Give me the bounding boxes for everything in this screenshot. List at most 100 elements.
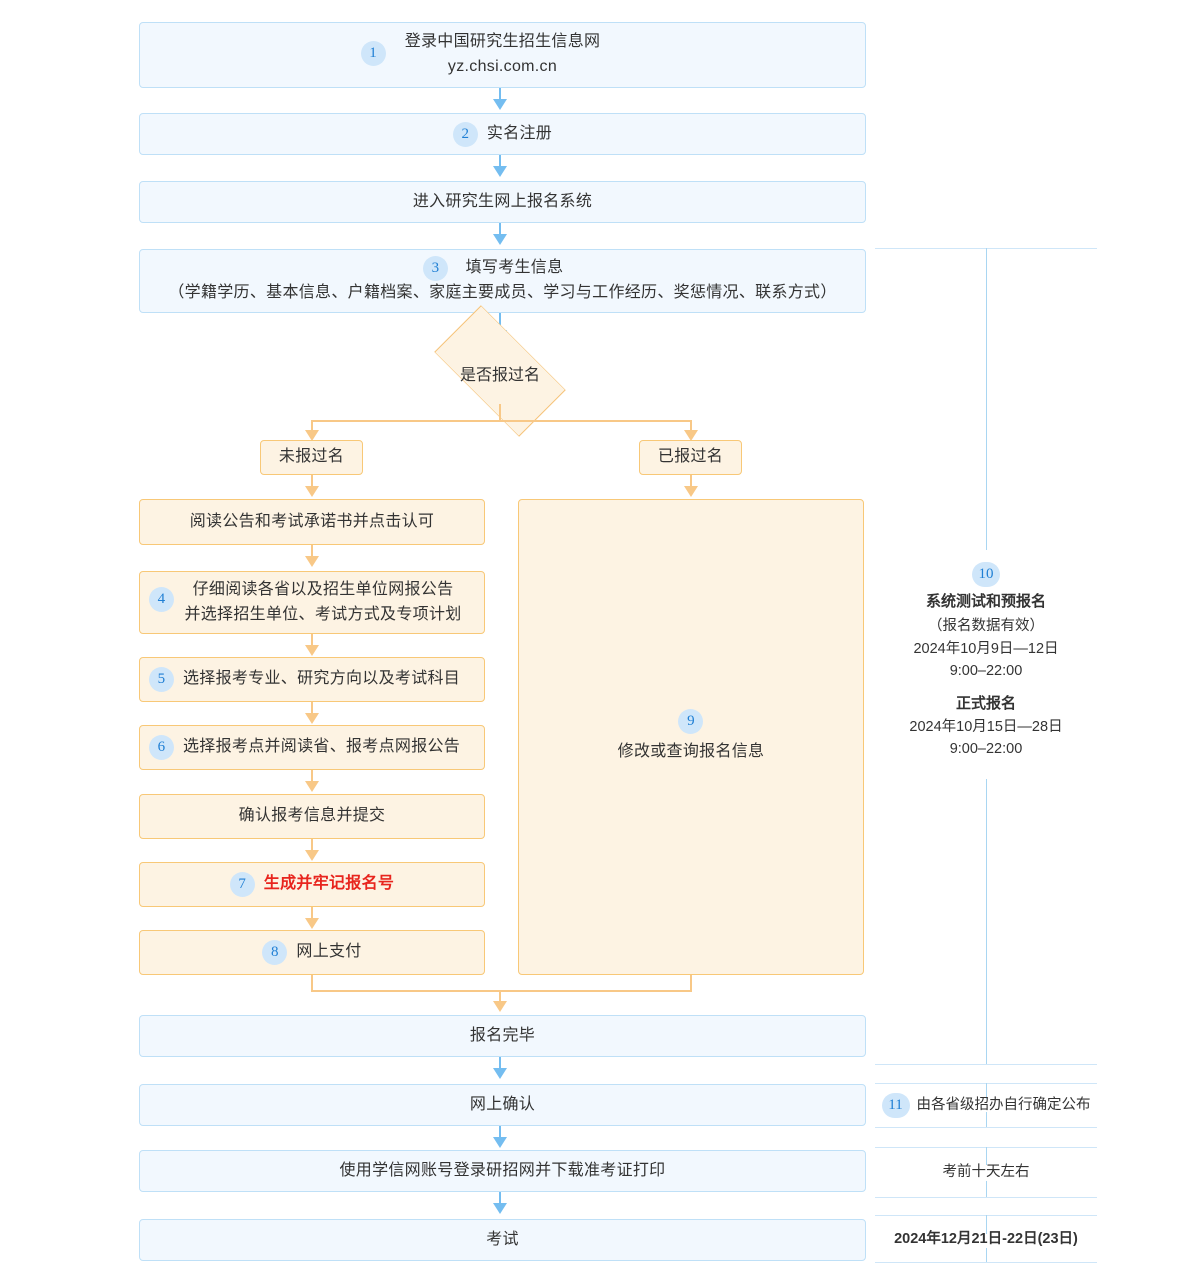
flow-node-choose-major-label: 选择报考专业、研究方向以及考试科目	[183, 670, 461, 688]
flow-node-choose-institution[interactable]: 4 仔细阅读各省以及招生单位网报公告 并选择招生单位、考试方式及专项计划	[139, 571, 485, 634]
panel-schedule-time-2: 9:00–22:00	[875, 739, 1097, 759]
connector-branch-left	[311, 475, 313, 489]
decision-label: 是否报过名	[459, 367, 540, 384]
arrow-f2-f3-icon	[493, 1137, 507, 1148]
step-badge-8: 8	[262, 940, 288, 965]
panel-schedule-date-1-text: 2024年10月9日—12日	[913, 640, 1059, 657]
panel-schedule-date-2-text: 2024年10月15日—28日	[909, 718, 1063, 735]
branch-already-registered[interactable]: 已报过名	[639, 440, 742, 475]
arrow-l5-l6-icon	[305, 850, 319, 861]
flow-node-choose-institution-line1: 仔细阅读各省以及招生单位网报公告	[192, 580, 454, 598]
panel-schedule-time-2-text: 9:00–22:00	[949, 740, 1023, 757]
flow-node-realname-register[interactable]: 2 实名注册	[139, 113, 866, 155]
flow-node-modify-or-query[interactable]: 9 修改或查询报名信息	[518, 499, 864, 975]
panel-admission-row: 考前十天左右	[875, 1148, 1097, 1197]
step-badge-9: 9	[678, 709, 704, 735]
flow-node-generate-registration-number-label: 生成并牢记报名号	[263, 875, 395, 893]
branch-not-registered[interactable]: 未报过名	[260, 440, 363, 475]
step-badge-10: 10	[972, 561, 1000, 587]
merge-left-drop	[311, 975, 313, 992]
flow-node-choose-institution-line2: 并选择招生单位、考试方式及专项计划	[184, 605, 462, 623]
flow-node-login[interactable]: 1 登录中国研究生招生信息网 yz.chsi.com.cn	[139, 22, 866, 88]
flow-node-online-payment-label: 网上支付	[296, 943, 362, 961]
flow-node-exam-label: 考试	[486, 1230, 519, 1248]
panel-admission-label: 考前十天左右	[942, 1164, 1030, 1181]
decision-left-drop	[311, 420, 313, 434]
merge-right-drop	[690, 975, 692, 992]
panel-schedule-title-1: 系统测试和预报名	[875, 592, 1097, 612]
panel-schedule-time-1-text: 9:00–22:00	[949, 662, 1023, 679]
flow-node-online-payment[interactable]: 8 网上支付	[139, 930, 485, 975]
decision-stem	[499, 404, 501, 422]
flow-node-choose-exam-site-label: 选择报考点并阅读省、报考点网报公告	[183, 738, 461, 756]
flow-node-enter-system[interactable]: 进入研究生网上报名系统	[139, 181, 866, 223]
flow-node-choose-major[interactable]: 5 选择报考专业、研究方向以及考试科目	[139, 657, 485, 702]
flow-node-generate-registration-number[interactable]: 7 生成并牢记报名号	[139, 862, 485, 907]
connector-2-3	[499, 155, 501, 169]
panel-vline-exam-bottom	[986, 1248, 987, 1262]
arrow-l4-l5-icon	[305, 781, 319, 792]
step-badge-5: 5	[149, 667, 174, 692]
panel-schedule-date-2: 2024年10月15日—28日	[875, 717, 1097, 737]
arrow-3-4-icon	[493, 234, 507, 245]
flow-node-login-line1: 登录中国研究生招生信息网	[404, 33, 601, 51]
connector-branch-right	[690, 475, 692, 489]
panel-schedule-sub-1: （报名数据有效）	[875, 616, 1097, 636]
flow-node-confirm-submit-label: 确认报考信息并提交	[238, 807, 386, 825]
panel-schedule-badge-row: 10	[875, 561, 1097, 587]
arrow-decision-right-icon	[684, 430, 698, 441]
connector-l4-l5	[311, 770, 313, 784]
step-badge-1: 1	[360, 41, 386, 67]
flow-node-read-announcement[interactable]: 阅读公告和考试承诺书并点击认可	[139, 499, 485, 545]
panel-schedule-title-2: 正式报名	[875, 694, 1097, 714]
arrow-branch-right-icon	[684, 486, 698, 497]
flow-node-fill-candidate-info[interactable]: 3 填写考生信息 （学籍学历、基本信息、户籍档案、家庭主要成员、学习与工作经历、…	[139, 249, 866, 313]
step-badge-4: 4	[149, 586, 174, 612]
panel-vline-admit-bottom	[986, 1181, 987, 1197]
flow-node-confirm-submit[interactable]: 确认报考信息并提交	[139, 794, 485, 839]
connector-f3-f4	[499, 1192, 501, 1206]
arrow-merge-icon	[493, 1001, 507, 1012]
flow-node-online-confirmation-label: 网上确认	[469, 1095, 536, 1113]
panel-vline-confirm-bottom	[986, 1112, 987, 1127]
flow-node-download-admission-ticket[interactable]: 使用学信网账号登录研招网并下载准考证打印	[139, 1150, 866, 1192]
panel-rule-3	[875, 1127, 1097, 1128]
panel-rule-7	[875, 1262, 1097, 1263]
connector-l5-l6	[311, 839, 313, 853]
flow-node-exam[interactable]: 考试	[139, 1219, 866, 1261]
flow-node-fill-candidate-info-line1: 填写考生信息	[465, 259, 564, 277]
panel-schedule-title-1-text: 系统测试和预报名	[925, 593, 1046, 611]
panel-vline-upper	[986, 248, 987, 550]
connector-l2-l3	[311, 634, 313, 648]
arrow-1-2-icon	[493, 99, 507, 110]
connector-1-2	[499, 88, 501, 102]
step-badge-2: 2	[452, 121, 478, 147]
panel-schedule-date-1: 2024年10月9日—12日	[875, 639, 1097, 659]
flow-node-registration-complete[interactable]: 报名完毕	[139, 1015, 866, 1057]
connector-3-4	[499, 223, 501, 237]
step-badge-11: 11	[881, 1093, 910, 1118]
arrow-l3-l4-icon	[305, 713, 319, 724]
step-badge-6: 6	[149, 735, 174, 760]
panel-exam-label: 2024年12月21日-22日(23日)	[894, 1230, 1078, 1247]
panel-confirmation-label: 由各省级招办自行确定公布	[916, 1097, 1091, 1114]
panel-vline-confirm-top	[986, 1083, 987, 1099]
flow-node-read-announcement-label: 阅读公告和考试承诺书并点击认可	[189, 512, 435, 530]
panel-vline-admit-top	[986, 1147, 987, 1165]
arrow-f3-f4-icon	[493, 1203, 507, 1214]
flow-node-choose-exam-site[interactable]: 6 选择报考点并阅读省、报考点网报公告	[139, 725, 485, 770]
panel-vline-exam-top	[986, 1215, 987, 1234]
flow-node-fill-candidate-info-line2: （学籍学历、基本信息、户籍档案、家庭主要成员、学习与工作经历、奖惩情况、联系方式…	[168, 284, 837, 301]
connector-4-decision	[499, 313, 501, 333]
arrow-decision-left-icon	[305, 430, 319, 441]
decision-registered-before: 是否报过名	[420, 340, 580, 406]
flow-node-download-admission-ticket-label: 使用学信网账号登录研招网并下载准考证打印	[339, 1161, 666, 1179]
arrow-l6-l7-icon	[305, 918, 319, 929]
arrow-f1-f2-icon	[493, 1068, 507, 1079]
branch-not-registered-label: 未报过名	[278, 448, 345, 466]
connector-l6-l7	[311, 907, 313, 921]
flow-node-online-confirmation[interactable]: 网上确认	[139, 1084, 866, 1126]
arrow-l2-l3-icon	[305, 645, 319, 656]
branch-already-registered-label: 已报过名	[657, 448, 724, 466]
